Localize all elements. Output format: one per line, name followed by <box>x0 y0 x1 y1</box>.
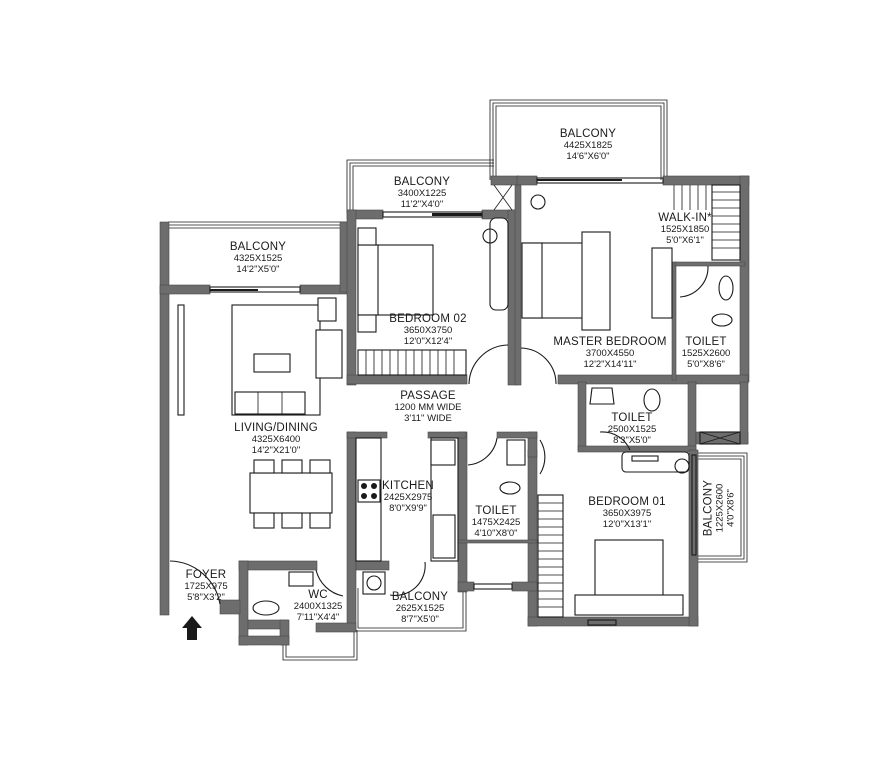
balcony-railings <box>168 99 748 661</box>
room-name: BALCONY <box>391 591 449 603</box>
room-name: PASSAGE <box>400 390 456 402</box>
room-name: BEDROOM 02 <box>389 313 467 325</box>
label-balcony-kitchen: BALCONY 2625X1525 8'7"X5'0" <box>392 591 448 626</box>
room-size-ft: 12'0"X13'1" <box>602 519 652 531</box>
room-name: BALCONY <box>393 176 451 188</box>
room-name: FOYER <box>185 569 227 581</box>
room-size-mm: 3650X3975 <box>602 508 652 520</box>
room-size-mm: 3650X3750 <box>403 325 453 337</box>
label-balcony-bedroom-01: BALCONY 1225X2600 4'0"X8'6" <box>702 480 737 536</box>
door-swings <box>169 265 709 605</box>
room-size-mm: 3400X1225 <box>397 188 447 200</box>
label-bedroom-01: BEDROOM 01 3650X3975 12'0"X13'1" <box>588 496 665 531</box>
room-size-mm: 3700X4550 <box>585 348 635 360</box>
label-passage: PASSAGE 1200 MM WIDE 3'11" WIDE <box>394 390 461 425</box>
room-name: BEDROOM 01 <box>588 496 666 508</box>
room-name: TOILET <box>611 412 653 424</box>
room-name: BALCONY <box>559 128 617 140</box>
label-toilet-common: TOILET 2500X1525 8'3"X5'0" <box>608 412 657 447</box>
room-name: TOILET <box>685 336 727 348</box>
room-size-ft: 14'6"X6'0" <box>566 151 610 163</box>
entry-arrow-icon <box>182 616 202 640</box>
room-size-ft: 11'2"X4'0" <box>400 199 444 211</box>
room-name: LIVING/DINING <box>234 422 318 434</box>
room-size-mm: 1525X2600 <box>681 348 731 360</box>
room-size-mm: 4425X1825 <box>563 140 613 152</box>
label-balcony-living: BALCONY 4325X1525 14'2"X5'0" <box>230 241 286 276</box>
room-size-ft: 7'11"X4'4" <box>296 612 340 624</box>
room-size-mm: 2625X1525 <box>395 603 445 615</box>
room-size-ft: 14'2"X5'0" <box>236 264 280 276</box>
room-name: WC <box>308 589 328 601</box>
label-bedroom-02: BEDROOM 02 3650X3750 12'0"X12'4" <box>389 313 466 348</box>
room-size-mm: 4325X1525 <box>233 253 283 265</box>
room-size-mm: 4325X6400 <box>251 434 301 446</box>
room-size-mm: 1475X2425 <box>471 517 521 529</box>
room-size-mm: 1525X1850 <box>660 224 710 236</box>
room-size-mm: 2425X2975 <box>383 492 433 504</box>
room-name: BALCONY <box>229 241 287 253</box>
room-size-ft: 8'0"X9'9" <box>389 503 427 515</box>
room-size-ft: 8'7"X5'0" <box>401 614 439 626</box>
room-size-mm: 1200 MM WIDE <box>394 402 462 414</box>
room-size-mm: 2500X1525 <box>607 424 657 436</box>
room-name: MASTER BEDROOM <box>553 336 667 348</box>
label-balcony-bedroom-02: BALCONY 3400X1225 11'2"X4'0" <box>394 176 450 211</box>
room-size-ft: 3'11" WIDE <box>404 413 452 425</box>
label-foyer: FOYER 1725X975 5'8"X3'2" <box>184 569 227 604</box>
label-master-bedroom: MASTER BEDROOM 3700X4550 12'2"X14'11" <box>553 336 666 371</box>
label-toilet-master: TOILET 1525X2600 5'0"X8'6" <box>682 336 731 371</box>
label-kitchen: KITCHEN 2425X2975 8'0"X9'9" <box>382 480 434 515</box>
room-size-ft: 14'2"X21'0" <box>251 445 301 457</box>
room-size-ft: 12'0"X12'4" <box>403 336 453 348</box>
furniture <box>182 184 741 640</box>
room-size-ft: 5'0"X6'1" <box>666 235 704 247</box>
room-size-ft: 4'0"X8'6" <box>725 489 737 527</box>
label-living-dining: LIVING/DINING 4325X6400 14'2"X21'0" <box>234 422 318 457</box>
windows <box>177 177 741 626</box>
room-size-mm: 2400X1325 <box>293 601 343 613</box>
room-size-ft: 5'8"X3'2" <box>187 592 225 604</box>
label-toilet-small: TOILET 1475X2425 4'10"X8'0" <box>472 505 521 540</box>
room-size-ft: 8'3"X5'0" <box>613 435 651 447</box>
room-size-ft: 4'10"X8'0" <box>474 528 518 540</box>
label-wc: WC 2400X1325 7'11"X4'4" <box>294 589 343 624</box>
label-balcony-top: BALCONY 4425X1825 14'6"X6'0" <box>560 128 616 163</box>
label-walk-in: WALK-IN* 1525X1850 5'0"X6'1" <box>658 212 712 247</box>
room-name: TOILET <box>475 505 517 517</box>
room-size-ft: 5'0"X8'6" <box>687 359 725 371</box>
room-size-ft: 12'2"X14'11" <box>583 359 637 371</box>
room-name: WALK-IN* <box>658 212 712 224</box>
room-name: KITCHEN <box>382 480 434 492</box>
room-size-mm: 1725X975 <box>184 581 228 593</box>
